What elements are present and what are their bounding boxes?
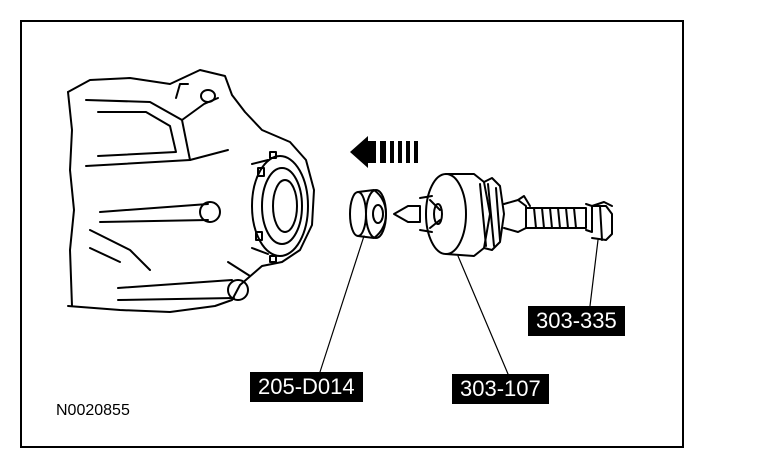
installer-tool	[393, 173, 505, 257]
callout-seal: 205-D014	[250, 372, 363, 402]
figure-id: N0020855	[56, 402, 130, 419]
callout-handle: 303-335	[528, 306, 625, 336]
callout-installer: 303-107	[452, 374, 549, 404]
seal-part	[349, 189, 387, 239]
handle-tool	[503, 195, 613, 241]
leader-lines	[319, 235, 599, 375]
direction-arrow	[350, 136, 418, 168]
axle-housing	[67, 69, 315, 313]
